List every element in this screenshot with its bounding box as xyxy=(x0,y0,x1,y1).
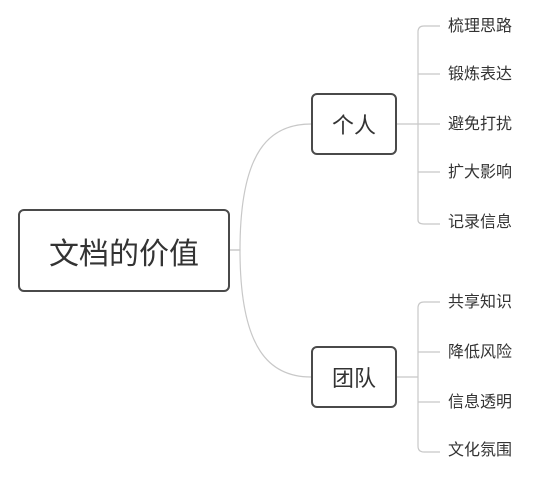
branch-node-personal[interactable]: 个人 xyxy=(311,93,397,155)
branch-node-label: 团队 xyxy=(331,367,376,392)
leaf-node-personal-1[interactable]: 梳理思路 xyxy=(448,16,513,35)
connector-team-bracket xyxy=(397,301,440,453)
connector-root-personal xyxy=(230,123,312,251)
leaf-node-team-2[interactable]: 降低风险 xyxy=(448,342,513,361)
leaf-node-team-4[interactable]: 文化氛围 xyxy=(448,440,513,459)
root-node[interactable]: 文档的价值 xyxy=(18,209,230,292)
leaf-node-personal-2[interactable]: 锻炼表达 xyxy=(448,64,513,83)
leaf-node-team-1[interactable]: 共享知识 xyxy=(448,292,513,311)
branch-node-label: 个人 xyxy=(331,114,376,139)
root-node-label: 文档的价值 xyxy=(49,236,199,272)
branch-node-team[interactable]: 团队 xyxy=(311,346,397,408)
leaf-node-team-3[interactable]: 信息透明 xyxy=(448,392,513,411)
leaf-node-personal-4[interactable]: 扩大影响 xyxy=(448,162,513,181)
connector-root-team xyxy=(230,249,312,378)
leaf-node-personal-3[interactable]: 避免打扰 xyxy=(448,114,513,133)
leaf-node-personal-5[interactable]: 记录信息 xyxy=(448,212,513,231)
connector-personal-bracket xyxy=(397,25,440,225)
